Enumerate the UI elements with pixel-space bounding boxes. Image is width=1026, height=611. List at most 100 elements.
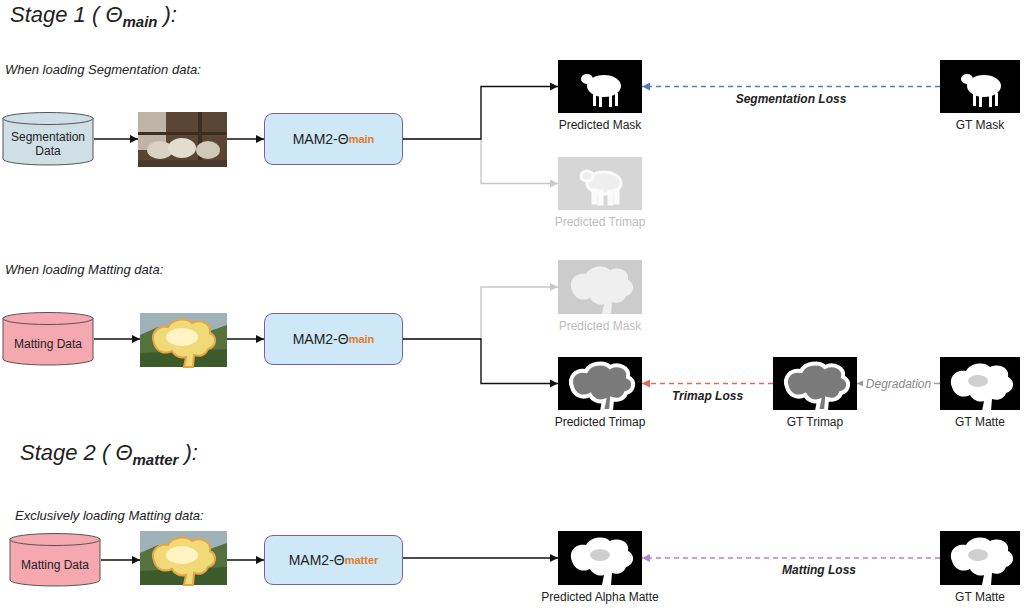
caption-text: Predicted Mask: [559, 319, 642, 333]
stage-heading: Stage 1 ( Θmain):: [10, 2, 177, 30]
image-panel: Predicted Alpha Matte: [558, 531, 642, 585]
trimap-picture: [558, 357, 642, 411]
photo-post: [198, 112, 202, 167]
caption-text: GT Trimap: [787, 415, 843, 429]
image-panel: Predicted Trimap: [558, 357, 642, 410]
image-caption: Predicted Mask: [559, 118, 642, 132]
photo-flame: [153, 320, 215, 367]
model-box: MAM2-Θmain: [264, 313, 403, 365]
image-caption: Predicted Mask: [559, 319, 642, 333]
sheep-silhouette: [581, 74, 621, 107]
image-panel: GT Mask: [940, 60, 1020, 113]
connector-line: [642, 86, 940, 87]
sheep-photo: [138, 112, 227, 167]
model-name: MAM2-Θ: [289, 552, 345, 568]
photo-sky: [140, 313, 227, 367]
mask-picture-greyed: [558, 260, 642, 314]
photo-ground: [138, 112, 227, 167]
subscript: main: [123, 13, 158, 30]
picture-ground: [940, 357, 1020, 410]
arrowhead: [550, 283, 558, 291]
connector-line: [403, 139, 558, 184]
sheep-silhouette: [961, 74, 1001, 107]
arrowhead: [132, 556, 140, 564]
model-subscript: main: [349, 333, 375, 345]
photo-flame-core: [166, 546, 198, 564]
data-cylinder: Matting Data: [2, 312, 94, 366]
matte-picture: [558, 531, 642, 585]
data-cylinder: Matting Data: [9, 533, 101, 587]
model-subscript: main: [349, 133, 375, 145]
arrowhead: [550, 554, 558, 562]
fire-matte-soft: [590, 549, 610, 561]
fire-matte-soft: [968, 549, 988, 561]
note-text: When loading Matting data:: [5, 262, 163, 277]
connector-line: [403, 339, 558, 384]
arrowhead: [130, 135, 138, 143]
node-text: Matting Data: [9, 533, 101, 587]
fire-matte: [571, 538, 633, 585]
photo-sheep: [168, 138, 196, 158]
arrowhead: [256, 135, 264, 143]
photo-flame-core: [166, 328, 198, 346]
connector-line: [403, 557, 558, 558]
connector: [403, 339, 558, 388]
edge-label: Trimap Loss: [672, 389, 743, 403]
caption-text: Predicted Trimap: [555, 215, 646, 229]
mask-picture: [940, 60, 1020, 113]
trimap-picture: [773, 357, 857, 411]
image-panel: GT Matte: [940, 531, 1020, 585]
cylinder-body: [3, 118, 93, 165]
fire-photo: [140, 313, 227, 367]
image-caption: Predicted Trimap: [555, 415, 646, 429]
arrowhead: [550, 83, 558, 91]
image-caption: GT Matte: [955, 415, 1005, 429]
node-text: Segmentation Data: [2, 112, 94, 166]
caption-text: GT Matte: [955, 590, 1005, 604]
fire-trimap: [786, 364, 848, 411]
edge-label: Matting Loss: [782, 563, 856, 577]
image-panel: GT Matte: [940, 357, 1020, 410]
model-box: MAM2-Θmatter: [264, 535, 403, 585]
data-cylinder: Segmentation Data: [2, 112, 94, 166]
picture-ground: [558, 357, 642, 410]
subscript: matter: [133, 451, 179, 468]
fire-matte: [951, 538, 1013, 585]
picture-ground: [773, 357, 857, 410]
photo-sheep: [196, 141, 220, 159]
image-caption: GT Mask: [956, 118, 1004, 132]
cylinder-top: [3, 313, 93, 325]
cylinder-text: Matting Data: [14, 338, 82, 352]
image-panel: Predicted Mask: [558, 260, 642, 314]
photo-rail: [138, 132, 227, 135]
connector-line: [403, 87, 558, 140]
edge-label: Degradation: [863, 377, 934, 391]
arrowhead: [256, 335, 264, 343]
picture-ground: [558, 157, 642, 210]
model-name: MAM2-Θ: [293, 131, 349, 147]
trimap-picture-greyed: [558, 157, 642, 210]
note-text: Exclusively loading Matting data:: [15, 508, 204, 523]
section-note: Exclusively loading Matting data:: [15, 508, 204, 523]
connector: [403, 554, 558, 562]
note-text: When loading Segmentation data:: [5, 62, 201, 77]
image-caption: Predicted Alpha Matte: [541, 590, 658, 604]
photo-sky: [140, 531, 227, 585]
node-text: MAM2-Θmain: [265, 114, 402, 164]
sheep-silhouette: [581, 171, 621, 204]
fire-matte: [951, 364, 1013, 411]
fire-matte-soft: [968, 375, 988, 387]
arrowhead: [132, 335, 140, 343]
image-panel: Predicted Mask: [558, 60, 642, 113]
caption-text: Predicted Alpha Matte: [541, 590, 658, 604]
arrowhead: [550, 180, 558, 188]
arrowhead: [642, 554, 650, 562]
connector-line: [642, 557, 940, 558]
edge-label: Segmentation Loss: [736, 92, 847, 106]
cylinder-text: Segmentation Data: [6, 131, 90, 159]
caption-text: GT Matte: [955, 415, 1005, 429]
connector: [403, 283, 558, 339]
image-panel: GT Trimap: [773, 357, 857, 410]
node-text: MAM2-Θmain: [265, 314, 402, 364]
